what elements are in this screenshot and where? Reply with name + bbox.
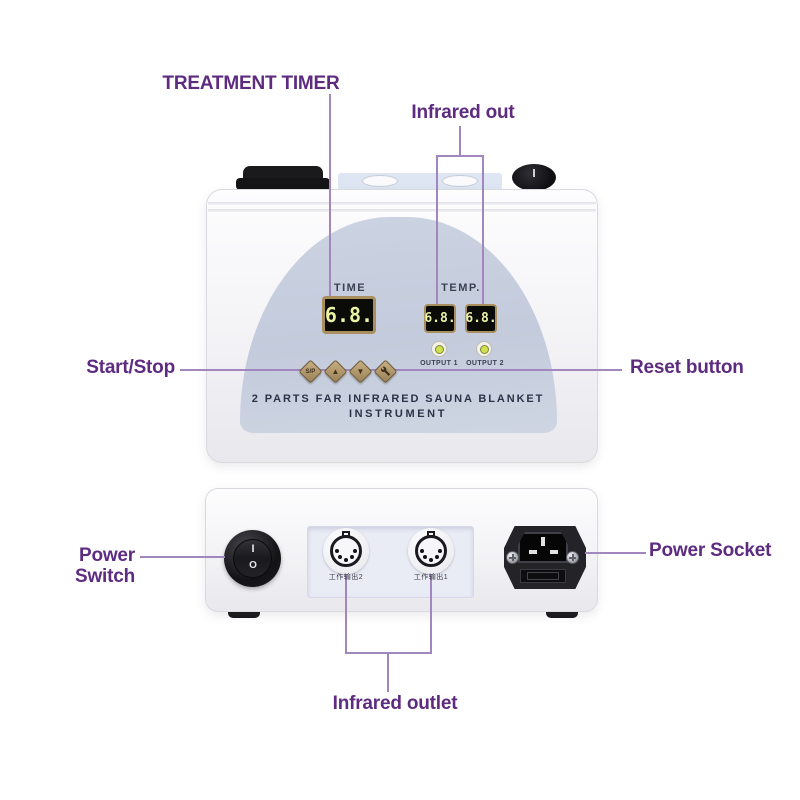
- time-display: 6.8.: [322, 296, 376, 334]
- power-inlet-live-pin: [529, 550, 537, 554]
- output1-led-dot: [434, 344, 444, 354]
- front-groove-2: [208, 209, 596, 212]
- switch-on-mark: I: [251, 543, 255, 555]
- output-socket-2-label: 工作输出2: [328, 574, 364, 581]
- output2-label: OUTPUT 2: [466, 360, 504, 367]
- output-socket-1: [408, 528, 454, 574]
- panel-title-line1: 2 PARTS FAR INFRARED SAUNA BLANKET: [251, 393, 545, 405]
- output1-label: OUTPUT 1: [420, 360, 458, 367]
- reset-button[interactable]: [373, 359, 398, 384]
- carry-handle-base: [236, 178, 330, 190]
- wrench-icon: [380, 365, 391, 378]
- temp-display-2: 6.8.: [465, 304, 497, 333]
- infrared-outlet-label: Infrared outlet: [332, 693, 458, 714]
- infrared-out-right-leg-line: [482, 155, 484, 305]
- top-power-knob-mark: [533, 169, 535, 177]
- time-label: TIME: [333, 282, 367, 294]
- output-socket-1-label: 工作输出1: [413, 574, 449, 581]
- infrared-outlet-stem-line: [387, 652, 389, 692]
- screw-icon-left: [506, 551, 519, 564]
- start-stop-button-text: S/P: [305, 368, 316, 375]
- output2-led-dot: [479, 344, 489, 354]
- infrared-out-left-leg-line: [436, 155, 438, 305]
- time-display-value: 6.8.: [324, 303, 374, 327]
- up-arrow-icon: ▲: [331, 366, 340, 376]
- treatment-timer-leader-line: [329, 94, 331, 296]
- panel-title-line2: INSTRUMENT: [348, 408, 448, 420]
- infrared-out-label: Infrared out: [411, 102, 515, 123]
- infrared-outlet-left-leg-line: [345, 574, 347, 654]
- top-power-knob: [512, 164, 556, 191]
- output1-led: [431, 341, 447, 357]
- temp-display-1: 6.8.: [424, 304, 456, 333]
- top-outlet-1: [362, 175, 398, 187]
- infrared-out-bracket-line: [436, 155, 484, 157]
- start-stop-reset-leader-line: [180, 369, 622, 371]
- down-arrow-icon: ▼: [356, 366, 365, 376]
- power-rocker-switch-rocker: [233, 539, 272, 578]
- temp-label: TEMP.: [441, 282, 481, 294]
- infrared-outlet-right-leg-line: [430, 574, 432, 654]
- power-inlet-neutral-pin: [550, 550, 558, 554]
- front-groove-1: [208, 202, 596, 205]
- power-switch-leader-line: [140, 556, 225, 558]
- screw-icon-right: [566, 551, 579, 564]
- power-socket-leader-line: [585, 552, 646, 554]
- start-stop-label: Start/Stop: [86, 357, 175, 378]
- fuse-drawer-inner: [527, 572, 559, 580]
- treatment-timer-label: TREATMENT TIMER: [162, 73, 340, 94]
- top-outlet-2: [442, 175, 478, 187]
- output-socket-1-notch: [427, 531, 435, 537]
- switch-off-mark: O: [249, 560, 257, 571]
- power-switch-label: Power Switch: [74, 545, 135, 587]
- power-inlet-earth-pin: [541, 537, 545, 546]
- power-socket-label: Power Socket: [649, 540, 772, 561]
- temp-display-2-value: 6.8.: [465, 311, 497, 326]
- output-socket-2: [323, 528, 369, 574]
- infrared-out-stem-line: [459, 126, 461, 156]
- temp-display-1-value: 6.8.: [424, 311, 456, 326]
- output-socket-2-notch: [342, 531, 350, 537]
- reset-button-label: Reset button: [630, 357, 744, 378]
- output2-led: [476, 341, 492, 357]
